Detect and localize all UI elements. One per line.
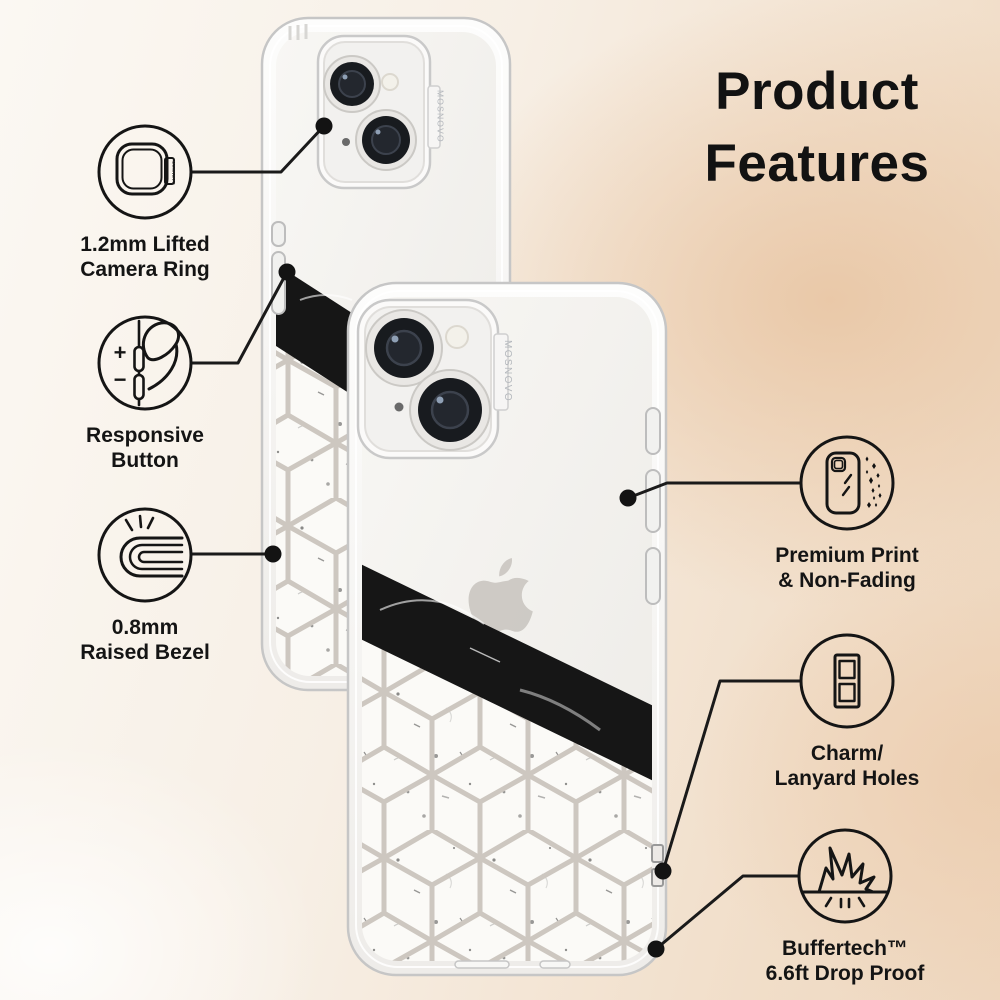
page-title-line1: Product: [715, 62, 919, 121]
back-brand-text: MOSNOVO: [436, 90, 446, 143]
front-brand-tab: [493, 333, 509, 411]
feature-label-raised-bezel: 0.8mm Raised Bezel: [80, 616, 210, 664]
feature-responsive-button: + − Responsive Button: [20, 313, 270, 473]
front-flash: [445, 325, 469, 349]
callout-dot-premium-print: [619, 489, 637, 507]
feature-label-buffertech: Buffertech™ 6.6ft Drop Proof: [765, 937, 925, 985]
bottom-speaker-slot: [539, 960, 571, 969]
callout-line-premium-print: [626, 481, 803, 500]
lanyard-hole-top: [651, 844, 664, 863]
callout-line-responsive-button: [189, 270, 289, 365]
apple-logo: [468, 557, 533, 635]
premium-print-icon: [799, 435, 895, 531]
front-phone: MOSNOVO: [346, 281, 668, 977]
feature-buffertech: Buffertech™ 6.6ft Drop Proof: [720, 826, 970, 986]
front-brand-text: MOSNOVO: [502, 340, 513, 402]
feature-premium-print: Premium Print & Non-Fading: [722, 433, 972, 593]
bottom-port-slot: [454, 960, 510, 969]
plus-glyph: +: [114, 340, 127, 365]
callout-dot-raised-bezel: [264, 545, 282, 563]
shock-ticks: [824, 896, 866, 909]
impact-ticks: [124, 514, 155, 532]
minus-glyph: −: [114, 367, 127, 392]
feature-label-responsive-button: Responsive Button: [86, 424, 204, 472]
camera-ring-icon: MOSNOVO: [97, 124, 193, 220]
feature-label-charm-lanyard: Charm/ Lanyard Holes: [774, 742, 920, 790]
callout-dot-responsive-button: [278, 263, 296, 281]
callout-dot-charm-lanyard: [654, 862, 672, 880]
raised-bezel-icon: [97, 507, 193, 603]
page-title: Product Features: [677, 56, 957, 199]
page-title-line2: Features: [704, 133, 930, 193]
feature-label-camera-ring: 1.2mm Lifted Camera Ring: [80, 233, 210, 281]
back-side-button-small: [271, 221, 286, 247]
sparkle-stars: [865, 456, 882, 508]
front-side-button-3: [645, 547, 661, 605]
front-mic-dot: [394, 402, 404, 412]
back-flash: [381, 73, 399, 91]
callout-dot-camera-ring: [315, 117, 333, 135]
callout-line-buffertech: [654, 874, 801, 951]
icon-brand-text: MOSNOVO: [171, 161, 176, 186]
finger-shape: [142, 321, 181, 362]
back-brand-tab: [427, 85, 441, 149]
callout-line-charm-lanyard: [661, 679, 803, 873]
lanyard-holes-icon: [799, 633, 895, 729]
feature-raised-bezel: 0.8mm Raised Bezel: [20, 505, 270, 665]
drop-proof-icon: [797, 828, 893, 924]
responsive-button-icon: + −: [97, 315, 193, 411]
front-black-band: [362, 558, 652, 787]
front-camera-module: MOSNOVO: [356, 298, 513, 460]
feature-camera-ring: MOSNOVO 1.2mm Lifted Camera Ring: [20, 122, 270, 282]
callout-dot-buffertech: [647, 940, 665, 958]
back-camera-module: MOSNOVO: [316, 34, 446, 190]
front-side-button-1: [645, 407, 661, 455]
feature-charm-lanyard: Charm/ Lanyard Holes: [722, 631, 972, 791]
back-mic-dot: [342, 138, 350, 146]
impact-burst: [817, 846, 876, 894]
callout-line-camera-ring: [189, 124, 326, 174]
feature-label-premium-print: Premium Print & Non-Fading: [775, 544, 919, 592]
